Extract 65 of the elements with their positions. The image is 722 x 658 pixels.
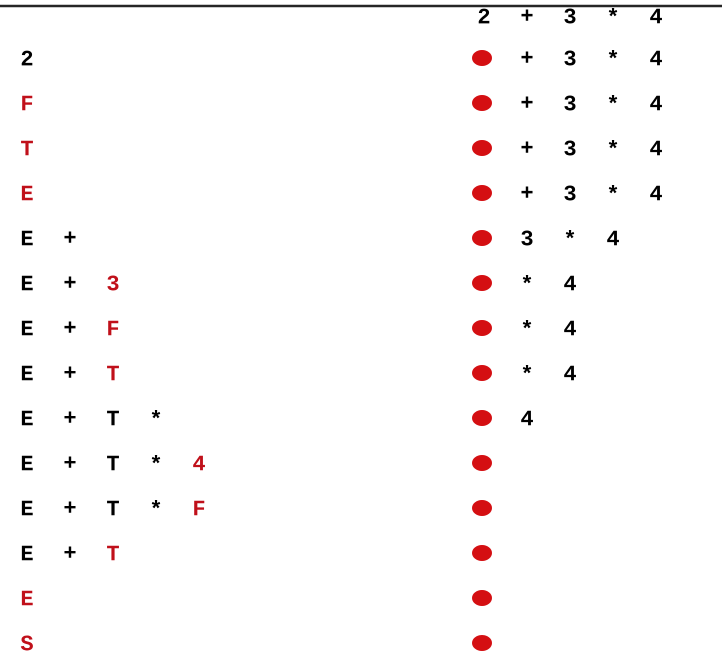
token: + (64, 502, 76, 513)
token: E (22, 500, 33, 516)
token: 4 (650, 8, 662, 24)
token: F (194, 500, 204, 516)
token: * (566, 230, 574, 238)
token: 2 (22, 50, 32, 66)
token: + (64, 322, 76, 333)
token: 4 (564, 276, 576, 290)
token: + (522, 142, 533, 153)
token: + (64, 412, 76, 423)
token: E (22, 320, 33, 336)
token: 4 (564, 366, 576, 380)
token: * (152, 500, 160, 508)
token: 4 (607, 230, 619, 246)
token: 3 (521, 230, 532, 246)
token: + (64, 276, 76, 288)
token: * (608, 140, 618, 148)
token: * (152, 410, 160, 418)
token: E (22, 230, 33, 246)
token: + (522, 52, 533, 63)
token: T (21, 140, 33, 156)
token: + (522, 186, 533, 198)
token: E (22, 590, 33, 606)
token: T (107, 546, 119, 560)
token: * (522, 275, 532, 284)
token: 4 (564, 320, 576, 336)
token: E (22, 410, 33, 426)
token: 4 (193, 456, 205, 470)
token: 3 (564, 140, 576, 156)
token: + (522, 10, 533, 21)
token: 2 (478, 8, 490, 24)
token: + (64, 456, 76, 468)
token: 3 (564, 50, 576, 66)
token: + (64, 232, 76, 243)
token: * (608, 95, 618, 104)
token: + (522, 96, 533, 108)
token: * (522, 365, 532, 374)
token: T (107, 500, 119, 516)
token: * (608, 50, 618, 58)
token: 4 (650, 186, 662, 200)
token: E (22, 546, 33, 560)
token: * (522, 320, 532, 328)
token: + (64, 366, 76, 378)
token: F (108, 320, 118, 336)
token: E (22, 186, 33, 200)
token: * (608, 185, 618, 194)
token: S (20, 636, 33, 650)
token: 3 (107, 276, 118, 290)
token: 4 (521, 410, 533, 426)
token: * (152, 455, 160, 464)
token: T (107, 410, 119, 426)
token: E (22, 366, 33, 380)
token: T (107, 366, 119, 380)
token: 3 (564, 96, 576, 110)
token: E (22, 456, 33, 470)
token: F (22, 96, 32, 110)
token: + (64, 546, 76, 558)
token: E (22, 276, 33, 290)
token: 4 (650, 140, 662, 156)
token: 4 (650, 50, 662, 66)
token: 3 (564, 186, 576, 200)
token: 3 (564, 8, 576, 24)
token: T (107, 456, 119, 470)
token: * (608, 8, 618, 16)
token: 4 (650, 96, 662, 110)
